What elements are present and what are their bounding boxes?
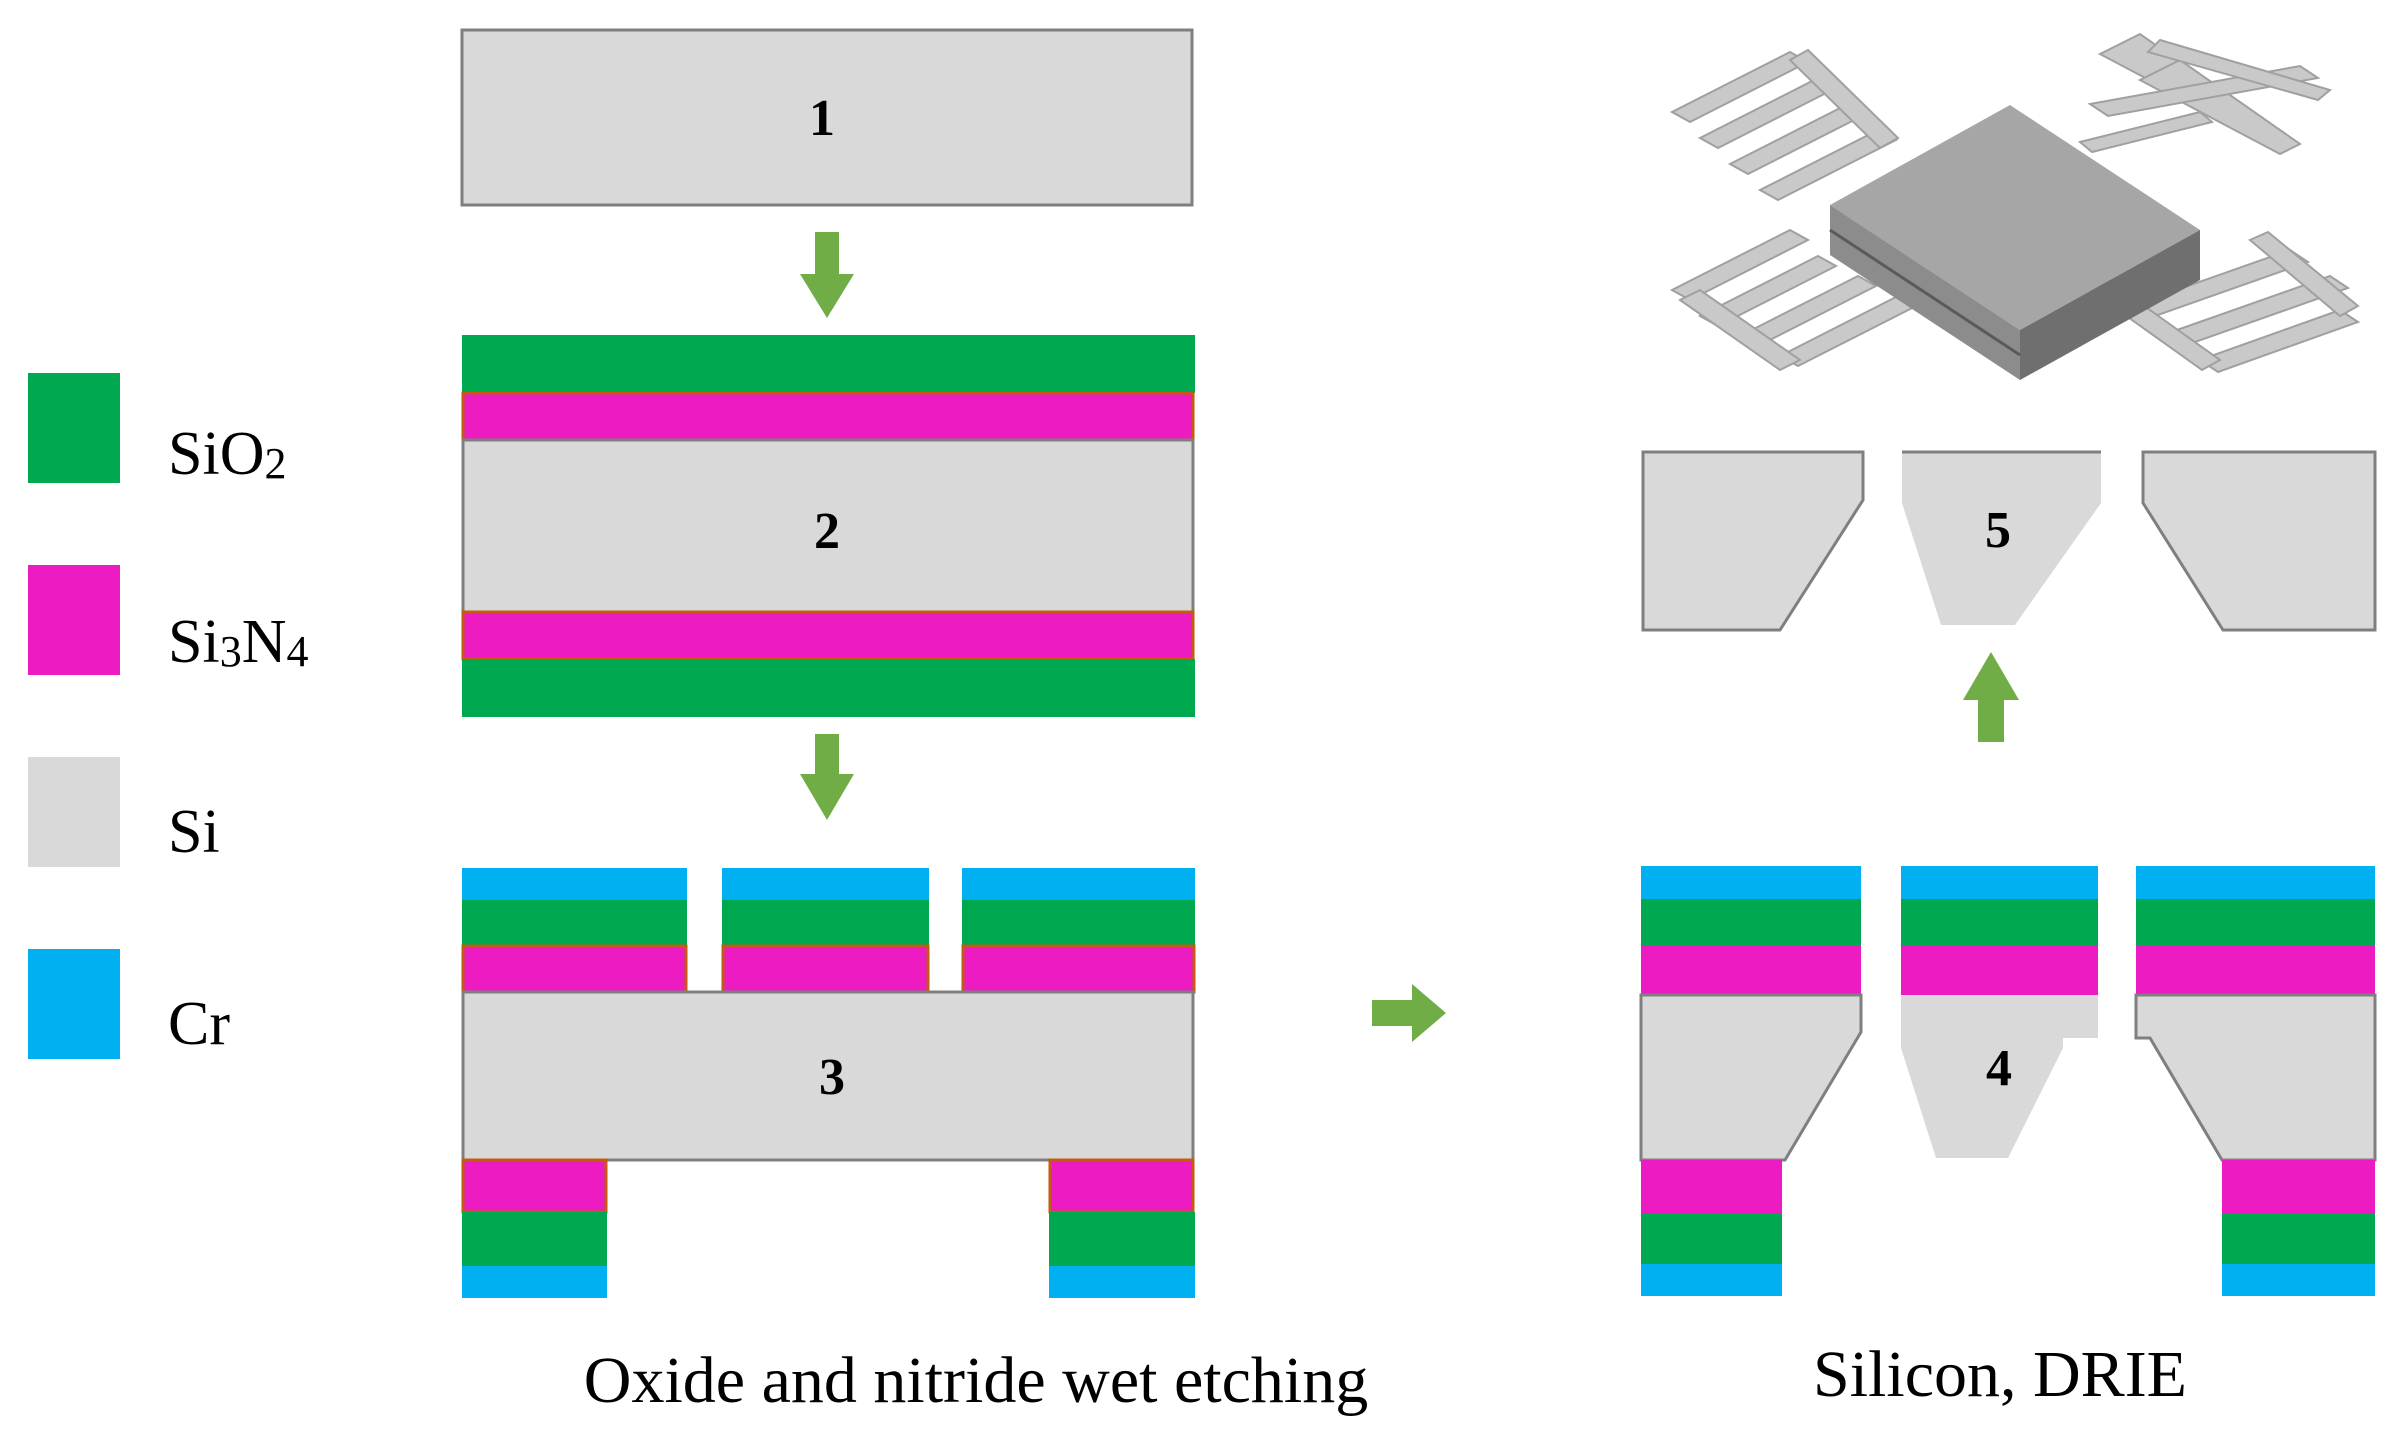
step-3-number: 3: [819, 1049, 845, 1106]
legend-item-cr: Cr: [28, 949, 230, 1059]
step-4-top-segment-left: [1641, 866, 1861, 995]
step-5-released: 5: [1641, 450, 2377, 632]
step-4-number: 4: [1986, 1040, 2012, 1097]
step-3-top-segment-right: [961, 868, 1196, 994]
legend-swatch-si3n4: [28, 565, 120, 675]
step-2-silicon: [461, 438, 1195, 614]
proof-mass-top: [1830, 105, 2200, 330]
arrow-down-2: [800, 734, 854, 820]
caption-drie: Silicon, DRIE: [1813, 1338, 2187, 1411]
step-5-proof-mass: [1902, 452, 2101, 625]
step-1-silicon: [460, 28, 1194, 207]
legend-item-si: Si: [28, 757, 220, 867]
step-2-stack: 2: [461, 335, 1195, 717]
legend-item-sio2: SiO2: [28, 373, 286, 488]
step-4-silicon-proof-mass: [1901, 995, 2098, 1158]
step-2-nitride-top: [461, 391, 1195, 442]
step-3-bottom-segment-left: [461, 1158, 608, 1298]
arrow-down-1: [800, 232, 854, 318]
legend-swatch-sio2: [28, 373, 120, 483]
legend-swatch-si: [28, 757, 120, 867]
step-2-number: 2: [814, 503, 840, 560]
device-3d-illustration: [1669, 32, 2361, 380]
step-4-silicon-left: [1639, 993, 1863, 1162]
legend-label-si: Si: [168, 798, 220, 866]
step-1-number: 1: [809, 90, 835, 147]
legend-label-sio2: SiO2: [168, 420, 286, 488]
step-4-bottom-segment-right: [2222, 1160, 2375, 1296]
step-3-bottom-segment-right: [1048, 1158, 1195, 1298]
step-3-stack: 3: [461, 868, 1196, 1298]
step-3-top-segment-left: [461, 868, 688, 994]
legend-label-si3n4: Si3N4: [168, 608, 309, 676]
step-2-oxide-top: [462, 335, 1195, 393]
proof-mass-front-right: [2020, 230, 2200, 380]
step-4-top-segment-middle: [1901, 866, 2098, 995]
legend-item-si3n4: Si3N4: [28, 565, 309, 676]
step-4-bottom-segment-left: [1641, 1160, 1782, 1296]
legend-swatch-cr: [28, 949, 120, 1059]
serpentine-springs: [1669, 32, 2361, 374]
step-5-number: 5: [1985, 502, 2011, 559]
step-4-top-segment-right: [2136, 866, 2375, 995]
step-4-stack: 4: [1639, 866, 2377, 1296]
step-4-silicon-right: [2134, 993, 2377, 1162]
legend-label-cr: Cr: [168, 990, 230, 1058]
arrow-up: [1963, 652, 2019, 742]
step-5-frame-right: [2141, 450, 2377, 632]
legend: SiO2 Si3N4 Si Cr: [28, 373, 309, 1059]
step-5-frame-left: [1641, 450, 1865, 632]
caption-wet-etching: Oxide and nitride wet etching: [584, 1344, 1368, 1417]
step-3-top-segment-middle: [721, 868, 930, 994]
arrow-right: [1372, 984, 1446, 1042]
step-3-silicon: [461, 990, 1195, 1162]
step-1-wafer: 1: [460, 28, 1194, 207]
step-2-oxide-bottom: [462, 659, 1195, 717]
step-2-nitride-bottom: [461, 610, 1195, 661]
